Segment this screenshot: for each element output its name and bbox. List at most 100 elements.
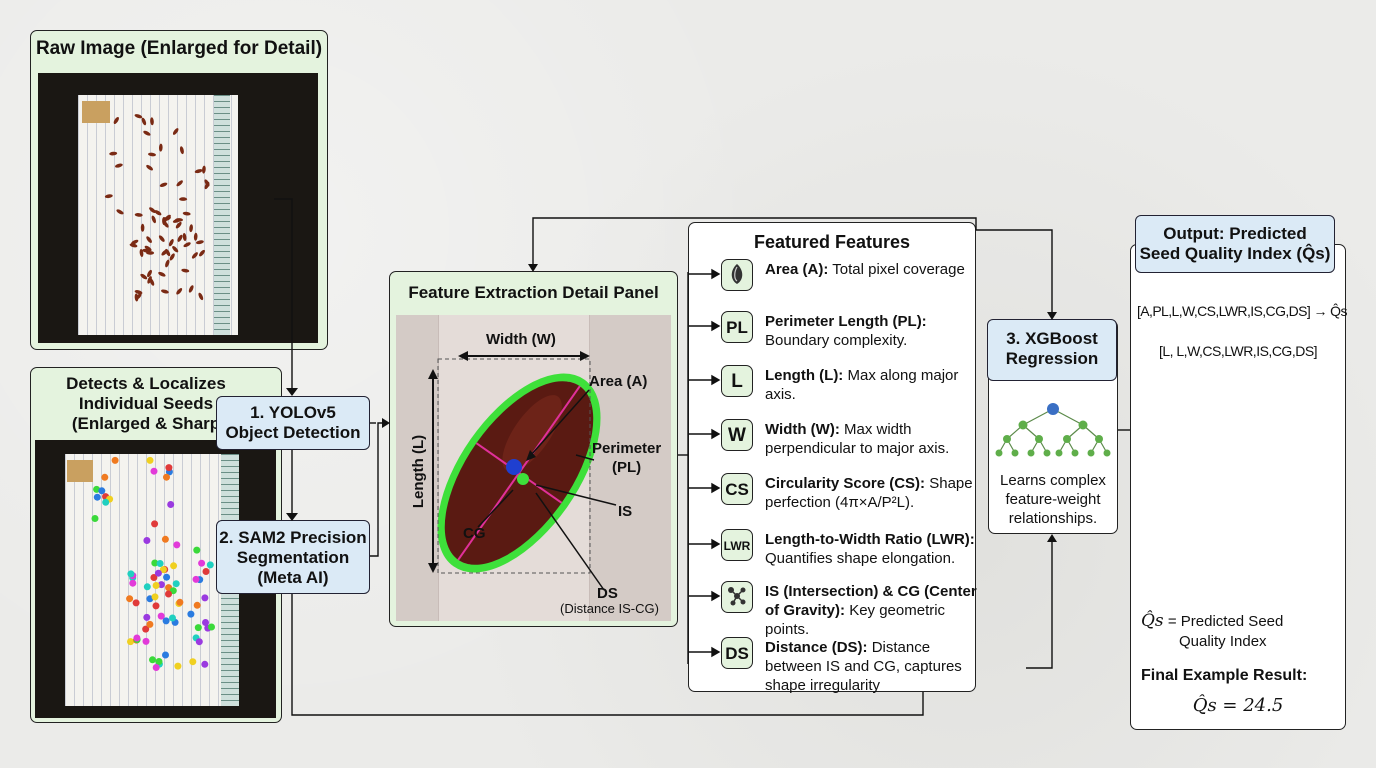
seed-dot [134, 114, 143, 119]
seed-dot [181, 268, 190, 273]
detected-seed-marker [162, 617, 170, 625]
label-area: Area (A) [589, 373, 648, 390]
detected-seed-marker [201, 660, 209, 668]
seed-dot [194, 169, 203, 174]
detected-seed-marker [143, 613, 151, 621]
detected-seed-marker [142, 637, 150, 645]
detected-seed-marker [194, 624, 202, 632]
label-perimeter-abbr: (PL) [612, 459, 642, 476]
seed-dot [159, 182, 168, 187]
xgboost-line2: Regression [1005, 349, 1099, 368]
lwr-icon: LWR [721, 529, 753, 561]
featured-features-title: Featured Features [753, 232, 911, 252]
detection-title-line2: Individual Seeds [78, 394, 214, 413]
seed-dot [143, 130, 151, 136]
feature-vector: [A,PL,L,W,CS,LWR,IS,CG,DS] → Q̂s [1137, 303, 1347, 319]
xgboost-panel: 3. XGBoost Regression Learns complex fea… [987, 319, 1118, 534]
label-length: Length (L) [410, 434, 428, 509]
seed-dot [168, 239, 174, 247]
seed-dot [134, 290, 143, 295]
label-is: IS [618, 503, 633, 520]
detected-seed-marker [165, 590, 172, 598]
xgboost-caption-line1: Learns complex [1000, 472, 1106, 489]
feature-item: Area (A): Total pixel coverage [689, 259, 979, 309]
seed-dot [149, 207, 156, 213]
detected-seed-marker [167, 501, 175, 508]
qs-legend-text1: = Predicted Seed [1167, 613, 1284, 630]
seed-dot [179, 197, 188, 201]
seed-dot [115, 163, 123, 168]
detected-seed-marker [193, 546, 201, 554]
detected-seed-marker [93, 493, 101, 501]
seed-dot [169, 253, 175, 261]
label-perimeter: Perimeter [592, 440, 662, 457]
seed-dot [188, 285, 194, 293]
detected-seed-marker [189, 658, 197, 666]
seed-dot [109, 151, 118, 156]
is-point [506, 459, 522, 475]
detected-seed-marker [98, 487, 106, 495]
detected-seed-marker [143, 537, 151, 544]
l-icon: L [721, 365, 753, 397]
xgboost-title-box: 3. XGBoost Regression [987, 319, 1117, 381]
feature-description: Shape perfection (4π×A/P²L). [765, 475, 973, 511]
xgboost-line1: 3. XGBoost [1006, 329, 1098, 348]
detected-seed-marker [91, 515, 99, 522]
seed-dot [191, 252, 198, 259]
detected-seed-marker [201, 594, 209, 602]
seed-dot [183, 242, 191, 248]
detected-seed-marker [101, 473, 109, 481]
detected-seed-marker [162, 651, 169, 659]
feature-item: LWR Length-to-Width Ratio (LWR): Quantifi… [689, 529, 979, 579]
cg-point [517, 473, 529, 485]
sam-label-line3: (Meta AI) [257, 568, 329, 587]
output-title-box: Output: Predicted Seed Quality Index (Q̂… [1135, 215, 1335, 273]
detected-seed-marker [161, 535, 169, 543]
seed-icon [721, 259, 753, 291]
seed-dot [177, 234, 183, 242]
detected-seed-marker [133, 634, 141, 642]
output-panel: Output: Predicted Seed Quality Index (Q̂… [1130, 215, 1347, 730]
seed-dot [149, 278, 155, 286]
feature-name: Length-to-Width Ratio (LWR): [765, 531, 975, 548]
feature-name: Width (W): [765, 421, 840, 438]
seed-dot [113, 117, 119, 124]
detected-seed-marker [102, 498, 110, 506]
detected-seed-marker [152, 664, 160, 671]
detection-title-line3: (Enlarged & Sharp [71, 414, 221, 433]
feature-description: Quantifies shape elongation. [765, 550, 956, 567]
detected-seed-marker [127, 638, 134, 646]
detected-seed-marker [202, 619, 209, 626]
feature-name: Distance (DS): [765, 639, 868, 656]
seed-dot [144, 245, 152, 252]
seed-dot [189, 224, 193, 233]
seed-dot [150, 117, 154, 126]
detected-seed-marker [163, 473, 170, 481]
detected-seed-marker [202, 568, 210, 575]
detected-seed-marker [142, 625, 150, 633]
feature-description: Total pixel coverage [832, 261, 965, 278]
seed-dot [104, 194, 113, 199]
detected-seed-marker [174, 662, 182, 670]
yolo-label-line1: 1. YOLOv5 [250, 403, 336, 422]
detected-seed-marker [152, 602, 160, 610]
seed-dot [176, 180, 183, 187]
detected-seed-marker [151, 593, 159, 601]
seed-dot [165, 259, 170, 268]
label-ds: DS [597, 585, 618, 602]
sam-label-line1: 2. SAM2 Precision [219, 528, 367, 547]
detected-seed-marker [170, 562, 178, 570]
feature-description: Boundary complexity. [765, 332, 908, 349]
sam-label-line2: Segmentation [236, 548, 350, 567]
seed-dot [116, 209, 124, 215]
detected-seed-marker [149, 656, 156, 664]
xgboost-caption-line2: feature-weight [1005, 491, 1101, 508]
detected-seed-marker [146, 456, 154, 464]
detected-seed-marker [111, 456, 119, 464]
sam-step-box: 2. SAM2 Precision Segmentation (Meta AI) [216, 520, 370, 594]
feature-item: IS (Intersection) & CG (Center of Gravit… [689, 581, 979, 638]
label-cg: CG [463, 525, 486, 542]
detected-seed-marker [176, 598, 184, 606]
detected-seed-marker [127, 570, 135, 578]
seed-dot [129, 243, 138, 248]
